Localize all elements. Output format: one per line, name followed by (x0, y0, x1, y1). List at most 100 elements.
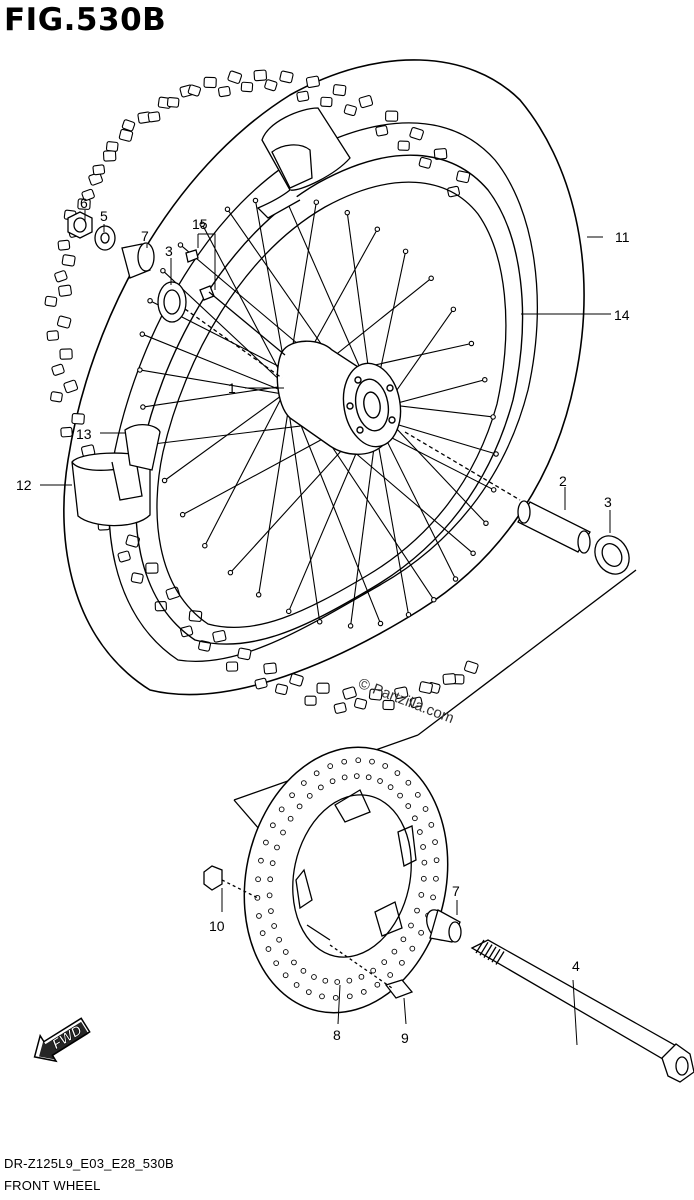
spokes (137, 195, 499, 629)
spoke-nipple (450, 306, 457, 313)
tread-block (296, 90, 310, 102)
tread-block (44, 295, 58, 307)
spoke-nipple (493, 451, 499, 457)
callout-7-right[interactable]: 7 (452, 883, 460, 899)
tread-block (456, 170, 471, 184)
spoke-nipple (374, 226, 381, 232)
rim-lock (71, 107, 351, 527)
leader-lines (40, 210, 611, 1046)
spoke-nipple (402, 248, 409, 255)
disc-hole (374, 981, 381, 988)
axle-thread-line (487, 946, 497, 961)
callout-5[interactable]: 5 (100, 208, 108, 224)
disc-hole (418, 891, 425, 898)
tread-block (188, 610, 203, 622)
disc-hole (266, 892, 273, 899)
callout-13[interactable]: 13 (76, 426, 92, 442)
axle-thread-line (491, 948, 501, 963)
tread-block (375, 125, 389, 137)
disc-hole (268, 908, 274, 914)
spoke (142, 384, 292, 408)
tread-block (187, 84, 202, 97)
disc-hole (433, 857, 440, 864)
spoke-nipple (483, 520, 489, 526)
disc-hole (327, 763, 334, 769)
tread-block (59, 348, 73, 360)
disc-screw (329, 944, 414, 999)
hub-bolt-hole (388, 416, 396, 424)
tread-block (409, 696, 423, 709)
callout-4[interactable]: 4 (572, 958, 580, 974)
tread-block (289, 673, 304, 687)
spoke-nipple (179, 511, 186, 518)
disc-hole (289, 792, 295, 799)
disc-hole (282, 949, 289, 955)
spoke-nipple (161, 477, 168, 484)
figure-name: FRONT WHEEL (4, 1178, 101, 1193)
callout-14[interactable]: 14 (614, 307, 630, 323)
callout-6[interactable]: 6 (80, 195, 88, 211)
tread-block (61, 254, 76, 267)
tread-block (279, 70, 294, 84)
tread-block (333, 702, 347, 714)
disc-hole (394, 770, 401, 776)
disc-hole (414, 907, 420, 914)
tread-block (118, 128, 134, 142)
tread-block (394, 686, 409, 700)
disc-hole (319, 993, 325, 1000)
spoke-nipple (227, 569, 234, 576)
disc-hole (300, 967, 307, 974)
tread-block (117, 550, 131, 563)
disc-hole (387, 784, 394, 791)
callout-15[interactable]: 15 (192, 216, 208, 232)
spoke-nipple (140, 404, 146, 410)
tread-block (316, 682, 330, 694)
spoke-nipple (377, 620, 384, 627)
callout-7-left[interactable]: 7 (141, 228, 149, 244)
tread-block (418, 156, 432, 169)
disc-hole (430, 894, 436, 901)
disc-hole (341, 774, 348, 781)
tread-block (81, 188, 95, 202)
disc-hole (258, 857, 264, 864)
callout-12[interactable]: 12 (16, 477, 32, 493)
disc-hole (399, 959, 405, 966)
tread-block (121, 119, 136, 132)
spoke (164, 392, 286, 481)
disc-hole (414, 791, 421, 798)
tread-block (320, 96, 333, 108)
callout-8[interactable]: 8 (333, 1027, 341, 1043)
callout-3-right[interactable]: 3 (604, 494, 612, 510)
disc-hole (432, 839, 438, 845)
hub (276, 340, 402, 455)
callout-2[interactable]: 2 (559, 473, 567, 489)
spoke-nipple (252, 197, 259, 204)
callout-3-left[interactable]: 3 (165, 243, 173, 259)
tread-block (212, 630, 227, 643)
tread-block (354, 697, 368, 710)
tread-block (217, 85, 231, 98)
callout-1[interactable]: 1 (228, 380, 236, 396)
tread-block (332, 84, 347, 97)
disc-hole (369, 758, 375, 765)
callout-10[interactable]: 10 (209, 918, 225, 934)
tread-block (385, 110, 399, 122)
axle-thread-line (495, 951, 505, 965)
disc-hole (305, 989, 312, 995)
disc-hole (300, 780, 307, 786)
spoke-nipple (147, 298, 153, 304)
spoke-nipple (490, 487, 497, 493)
tread-block (382, 699, 395, 711)
disc-hole (273, 960, 280, 967)
callout-9[interactable]: 9 (401, 1030, 409, 1046)
disc-hole (409, 945, 416, 952)
disc-hole (346, 977, 353, 984)
disc-hole (270, 822, 276, 829)
spoke-nipple (285, 608, 292, 615)
tread-block (92, 164, 106, 176)
figure-title: FIG.530B (4, 2, 167, 38)
spoke (374, 416, 457, 580)
callout-11[interactable]: 11 (615, 229, 630, 245)
tread-block (147, 111, 161, 123)
